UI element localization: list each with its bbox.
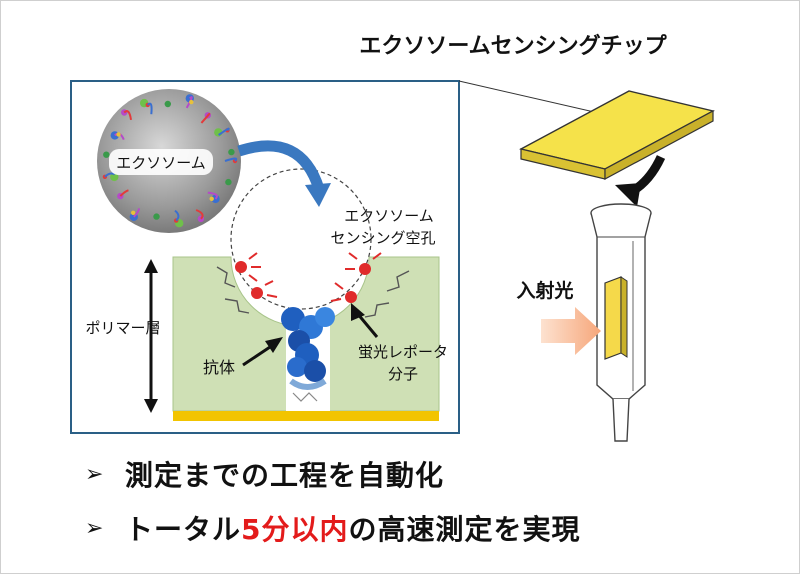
surface-protein-chain: [104, 172, 116, 178]
chip-title: エクソソームセンシングチップ: [359, 33, 667, 59]
bullet-text: トータル5分以内の高速測定を実現: [125, 508, 581, 548]
antibody-pointer: [242, 337, 283, 367]
sample-tube: [590, 203, 652, 442]
surface-protein: [153, 213, 160, 220]
exosome-label-bg: [109, 149, 213, 175]
surface-protein-chain: [123, 110, 132, 121]
bullet-text-highlight: 5分以内: [241, 513, 349, 546]
reporter-molecules: [216, 252, 410, 318]
bullet-speed: ➢ トータル5分以内の高速測定を実現: [85, 501, 785, 555]
surface-protein: [116, 132, 121, 137]
reporter-molecule-left-top: [216, 252, 261, 288]
surface-protein-chain: [119, 189, 129, 197]
surface-protein: [189, 99, 194, 105]
callout-line-top: [458, 80, 617, 118]
surface-protein-chain: [146, 102, 153, 115]
polymer-label: ポリマー層: [85, 319, 160, 337]
summary-bullets: ➢ 測定までの工程を自動化 ➢ トータル5分以内の高速測定を実現: [85, 447, 785, 555]
sensing-chip: [519, 90, 715, 181]
surface-protein: [110, 172, 119, 182]
incident-light-arrow: [541, 307, 601, 355]
polymer-thickness-arrow: [144, 259, 158, 413]
surface-protein-chain: [207, 191, 218, 200]
sensing-cavity-circle: [230, 168, 372, 310]
surface-protein-chain: [195, 209, 204, 220]
reporter-pointer: [351, 303, 379, 338]
bullet-text-pre: トータル: [125, 513, 242, 546]
surface-protein-chain: [133, 208, 141, 218]
surface-protein: [103, 151, 110, 158]
bullet-text-post: の高速測定を実現: [348, 513, 581, 546]
bullet-arrow-icon: ➢: [85, 515, 104, 541]
cavity-label-line1: エクソソーム: [344, 207, 434, 225]
cavity-label-line2: センシング空孔: [330, 229, 435, 247]
reporter-molecule-right-bottom: [330, 282, 390, 318]
incident-light-label: 入射光: [516, 279, 573, 302]
surface-protein: [164, 100, 171, 108]
reporter-label-line2: 分子: [388, 365, 418, 383]
reporter-molecule-left-bottom: [224, 280, 278, 314]
bullet-arrow-icon: ➢: [85, 461, 104, 487]
surface-protein-chain: [185, 96, 193, 109]
surface-protein: [228, 148, 235, 156]
gold-layer: [173, 411, 439, 421]
surface-protein-chain: [218, 127, 230, 136]
exosome-label: エクソソーム: [116, 154, 206, 172]
surface-protein: [209, 196, 214, 201]
reporter-label-line1: 蛍光レポータ: [358, 343, 448, 361]
bullet-text: 測定までの工程を自動化: [125, 459, 445, 492]
bullet-automation: ➢ 測定までの工程を自動化: [85, 447, 785, 501]
surface-protein: [131, 210, 136, 215]
surface-protein: [225, 178, 232, 186]
antibody-label: 抗体: [203, 358, 235, 377]
surface-protein-chain: [174, 209, 180, 222]
surface-protein-chain: [200, 112, 211, 124]
antibody: [281, 307, 335, 402]
reporter-molecule-right-top: [345, 252, 410, 292]
surface-protein-chain: [224, 157, 238, 162]
capture-arrow: [237, 140, 331, 207]
insert-arrow: [615, 155, 666, 207]
